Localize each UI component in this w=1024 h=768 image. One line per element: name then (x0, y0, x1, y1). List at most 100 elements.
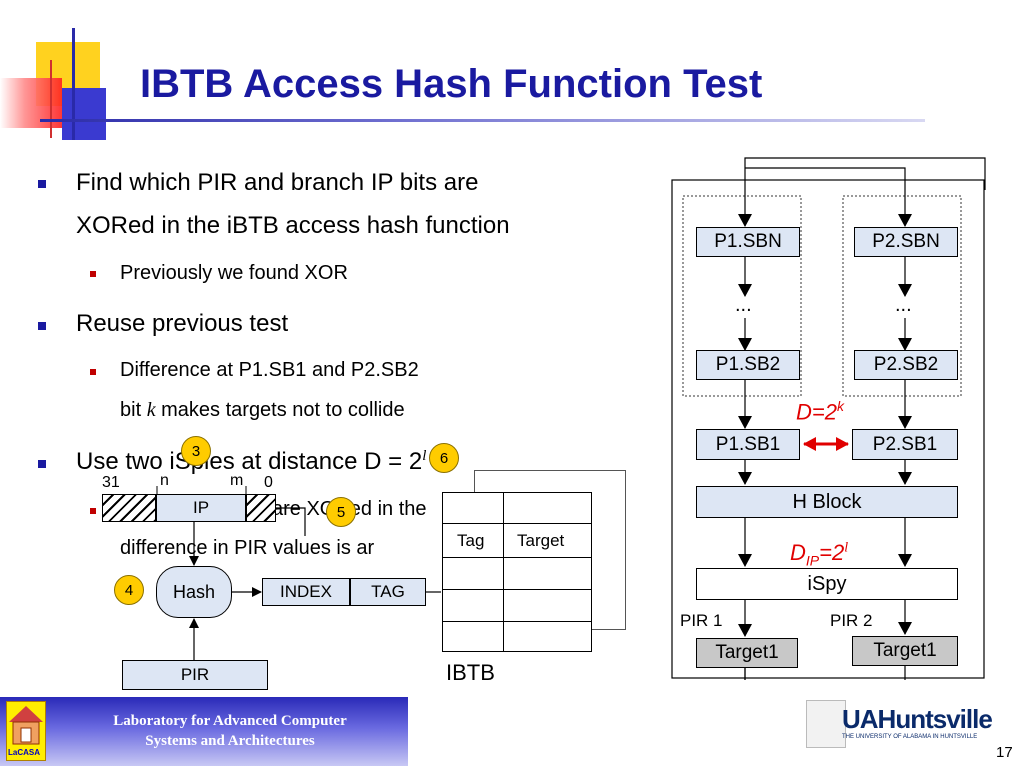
distance-k-sup: k (836, 398, 844, 414)
superscript-l: l (422, 448, 427, 464)
p1-sb2-label: P1.SB2 (715, 354, 781, 375)
distance-ip-label: DIP=2l (790, 540, 848, 568)
lacasa-logo: LaCASA (6, 701, 46, 761)
bullet-marker (38, 322, 46, 330)
table-row-divider (443, 557, 591, 558)
hash-block: Hash (156, 566, 232, 618)
bullet-3: Use two iSpies at distance D = 2l (76, 448, 426, 476)
table-row-divider (443, 523, 591, 524)
step-badge-5: 5 (326, 497, 356, 527)
bullet-marker (38, 180, 46, 188)
loop-return-left (744, 157, 986, 190)
sub-bullet-marker (90, 508, 96, 514)
p1-sbn-box: P1.SBN (696, 227, 800, 257)
ispy-label: iSpy (807, 572, 847, 595)
decor-blue-square (62, 88, 106, 140)
footer-text: Laboratory for Advanced Computer Systems… (60, 711, 400, 751)
bullet-1-line-2: XORed in the iBTB access hash function (76, 212, 510, 239)
target1-label-right: Target1 (873, 640, 937, 661)
uah-logo-subtitle: THE UNIVERSITY OF ALABAMA IN HUNTSVILLE (842, 734, 978, 740)
text-segment: bit (120, 399, 147, 421)
table-header-tag: Tag (457, 531, 485, 550)
bullet-1-sub: Previously we found XOR (120, 262, 348, 284)
ellipsis-right: ... (895, 294, 912, 316)
uah-logo: UAHuntsville THE UNIVERSITY OF ALABAMA I… (806, 700, 1024, 750)
distance-ip-d: D (790, 540, 806, 565)
ispy-box: iSpy (696, 568, 958, 600)
p2-sb2-box: P2.SB2 (854, 350, 958, 380)
p1-sb2-box: P1.SB2 (696, 350, 800, 380)
ibtb-table-front: Tag Target (442, 492, 592, 652)
bullet-3-sub-line-2: difference in PIR values is ar (120, 537, 375, 559)
slide-title: IBTB Access Hash Function Test (140, 62, 763, 106)
table-row-divider (443, 621, 591, 622)
distance-ip-eq: =2 (819, 540, 845, 565)
bullet-2-sub-line-1: Difference at P1.SB1 and P2.SB2 (120, 359, 419, 381)
bit-label-n: n (160, 472, 169, 489)
dotted-group-right (842, 195, 962, 397)
outer-frame (671, 179, 985, 679)
p1-sb1-box: P1.SB1 (696, 429, 800, 460)
p2-sb2-label: P2.SB2 (873, 354, 939, 375)
p2-sb1-box: P2.SB1 (852, 429, 958, 460)
tag-label: TAG (371, 582, 405, 601)
distance-ip-sub: IP (805, 552, 820, 569)
p2-sb1-label: P2.SB1 (872, 433, 938, 455)
footer-banner: LaCASA Laboratory for Advanced Computer … (0, 697, 408, 766)
index-label: INDEX (280, 582, 332, 601)
step-badge-6: 6 (429, 443, 459, 473)
target1-box-left: Target1 (696, 638, 798, 668)
ibtb-label: IBTB (446, 660, 495, 685)
sub-bullet-marker (90, 271, 96, 277)
distance-k-label: D=2k (796, 398, 844, 425)
target1-label-left: Target1 (715, 642, 779, 663)
footer-line-1: Laboratory for Advanced Computer (113, 713, 347, 729)
pir-2-label: PIR 2 (830, 611, 873, 630)
footer-line-2: Systems and Architectures (145, 733, 315, 749)
bit-label-31: 31 (102, 474, 120, 491)
decor-red-vline (50, 60, 52, 138)
table-row-divider (443, 589, 591, 590)
bullet-marker (38, 460, 46, 468)
pir-1-label: PIR 1 (680, 611, 723, 630)
p2-sbn-label: P2.SBN (872, 231, 940, 252)
ip-hatch-left (102, 494, 156, 522)
tag-field: TAG (350, 578, 426, 606)
house-icon (9, 706, 43, 745)
ellipsis-left: ... (735, 294, 752, 316)
bit-label-m: m (230, 472, 244, 489)
text-segment: Use two iSpies at distance D (76, 448, 382, 475)
connector-ip-to-table (276, 507, 306, 536)
ip-register: IP (156, 494, 246, 522)
uah-logo-text: UAHuntsville (842, 704, 993, 734)
page-number: 17 (996, 744, 1013, 761)
bit-label-0: 0 (264, 474, 273, 491)
hash-label: Hash (172, 581, 216, 602)
index-field: INDEX (262, 578, 350, 606)
distance-ip-sup: l (844, 540, 849, 556)
p1-sbn-label: P1.SBN (714, 231, 782, 252)
step-badge-3: 3 (181, 436, 211, 466)
pir-register: PIR (122, 660, 268, 690)
distance-k-base: D=2 (796, 399, 837, 425)
ip-hatch-right (246, 494, 276, 522)
p1-sb1-label: P1.SB1 (715, 433, 781, 455)
bullet-1-line-1: Find which PIR and branch IP bits are (76, 169, 479, 196)
target1-box-right: Target1 (852, 636, 958, 666)
bullet-2-sub-line-2: bit k makes targets not to collide (120, 399, 405, 422)
sub-bullet-marker (90, 369, 96, 375)
dotted-group-left (682, 195, 802, 397)
table-header-target: Target (517, 531, 565, 550)
h-block: H Block (696, 486, 958, 518)
loop-return-right (745, 167, 906, 172)
uah-emblem (806, 700, 846, 748)
table-col-divider (503, 493, 504, 651)
title-underline (40, 119, 925, 122)
decor-blue-vline (72, 28, 75, 140)
text-segment: = 2 (381, 448, 423, 475)
text-segment: makes targets not to collide (155, 399, 405, 421)
bullet-2: Reuse previous test (76, 310, 289, 337)
ip-label: IP (192, 498, 210, 517)
